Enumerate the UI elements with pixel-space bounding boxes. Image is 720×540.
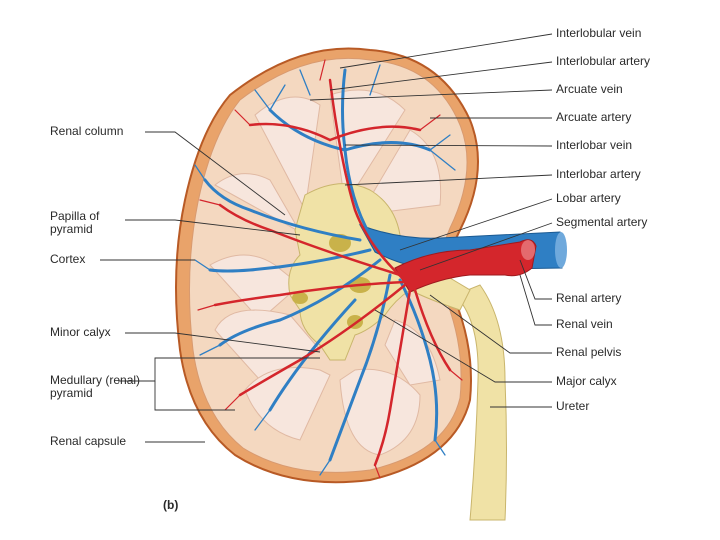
label-lobar-artery: Lobar artery bbox=[556, 192, 621, 205]
label-papilla-of-pyramid: Papilla of pyramid bbox=[50, 210, 125, 236]
label-interlobular-artery: Interlobular artery bbox=[556, 55, 650, 68]
label-ureter: Ureter bbox=[556, 400, 589, 413]
label-renal-capsule: Renal capsule bbox=[50, 435, 126, 448]
label-renal-column: Renal column bbox=[50, 125, 123, 138]
label-arcuate-vein: Arcuate vein bbox=[556, 83, 623, 96]
label-interlobar-artery: Interlobar artery bbox=[556, 168, 641, 181]
label-interlobular-vein: Interlobular vein bbox=[556, 27, 641, 40]
label-medullary-pyramid: Medullary (renal) pyramid bbox=[50, 374, 150, 400]
label-renal-vein: Renal vein bbox=[556, 318, 613, 331]
figure-panel-letter: (b) bbox=[163, 498, 178, 512]
label-minor-calyx: Minor calyx bbox=[50, 326, 111, 339]
label-interlobar-vein: Interlobar vein bbox=[556, 139, 632, 152]
label-segmental-artery: Segmental artery bbox=[556, 216, 647, 229]
label-renal-artery: Renal artery bbox=[556, 292, 621, 305]
label-cortex: Cortex bbox=[50, 253, 85, 266]
label-renal-pelvis: Renal pelvis bbox=[556, 346, 621, 359]
label-arcuate-artery: Arcuate artery bbox=[556, 111, 631, 124]
label-major-calyx: Major calyx bbox=[556, 375, 617, 388]
